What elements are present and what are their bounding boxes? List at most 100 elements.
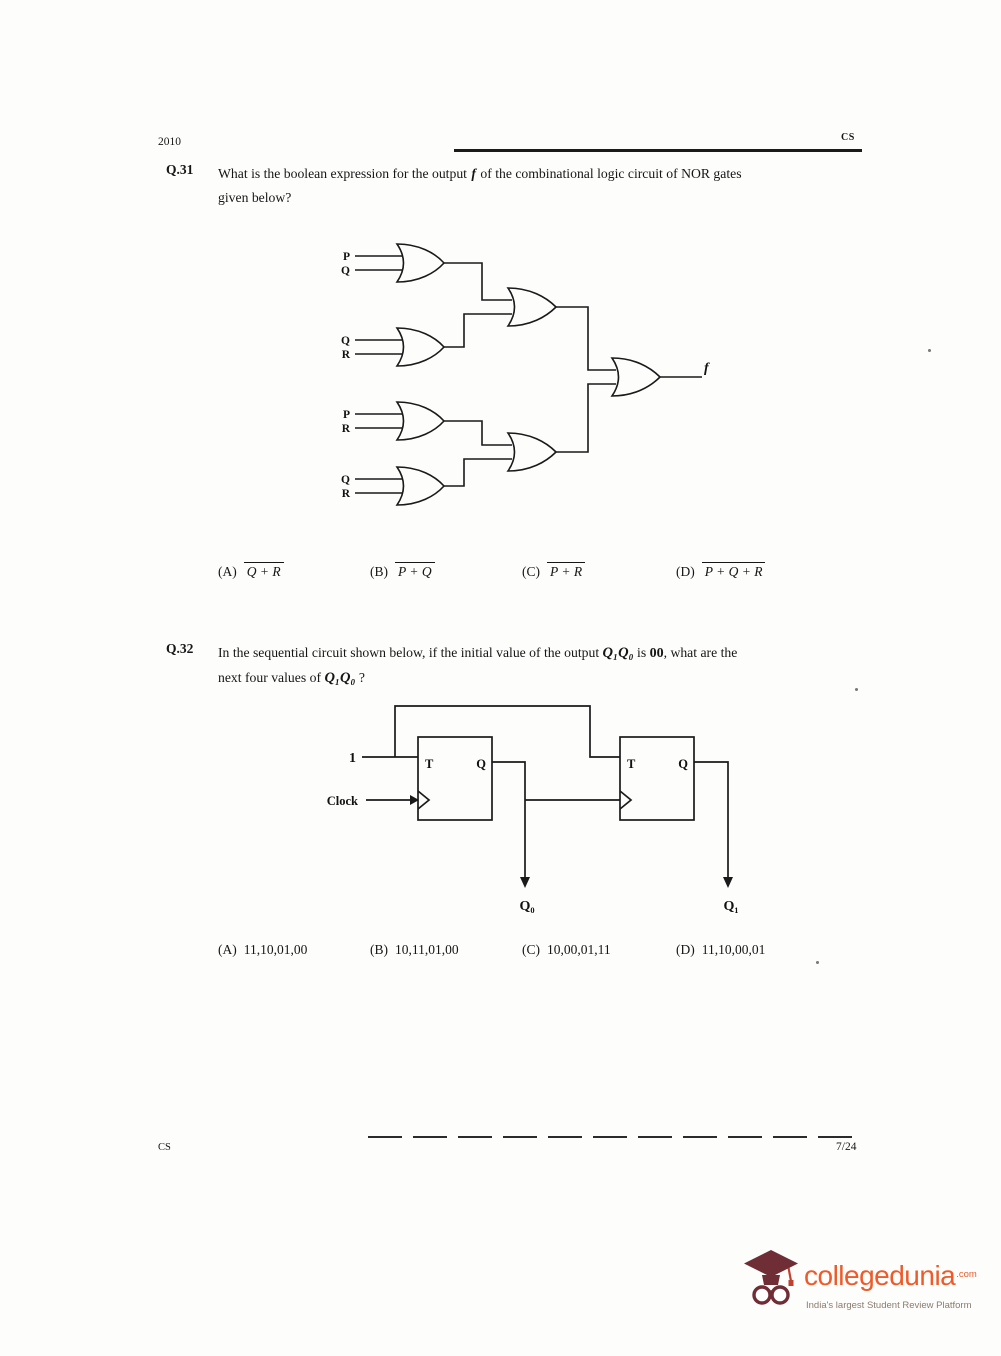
q31-text-part2: of the combinational logic circuit of NO… (480, 166, 742, 181)
option-expression: Q + R (243, 562, 284, 580)
q32-question-text: In the sequential circuit shown below, i… (218, 641, 737, 690)
scan-speck (816, 961, 819, 964)
option-label: (D) (676, 942, 695, 957)
q32-number: Q.32 (166, 641, 194, 656)
wire (444, 313, 512, 348)
q1-output-label: Q₁ (723, 899, 738, 914)
option-label: (C) (522, 942, 540, 957)
wire (444, 262, 512, 301)
q32-option-b: (B) 10,11,01,00 (370, 942, 459, 958)
q31-option-d: (D) P + Q + R (676, 562, 766, 580)
wire (556, 383, 616, 453)
option-label: (B) (370, 564, 388, 579)
q32-text-part2: is (637, 645, 647, 660)
glasses-bridge (767, 1290, 775, 1294)
brand-tagline: India's largest Student Review Platform (806, 1300, 972, 1311)
option-expression: P + R (547, 562, 586, 580)
output-f-label: f (704, 361, 710, 376)
brand-text: collegedunia (804, 1260, 956, 1291)
nor-gate-1 (395, 243, 446, 283)
option-label: (B) (370, 942, 388, 957)
graduation-cap-icon (744, 1250, 798, 1305)
wire (444, 458, 512, 487)
input-label-6: R (342, 423, 351, 435)
tassel-knot (788, 1280, 794, 1286)
option-value: 10,00,01,11 (547, 942, 611, 957)
clock-arrowhead (410, 795, 419, 805)
brand-domain: .com (956, 1269, 977, 1280)
cap-band (762, 1275, 780, 1285)
flipflop-circuit-diagram: 1 Clock T Q T Q Q₀ Q₁ (327, 705, 739, 914)
q1q0-symbol: Q₁Q₀ (602, 645, 634, 661)
input-label-5: P (343, 409, 350, 421)
brand-row: collegedunia.com (804, 1260, 977, 1292)
input-label-8: R (342, 488, 351, 500)
option-expression: P + Q + R (701, 562, 766, 580)
footer-rule (368, 1136, 862, 1138)
q31-number: Q.31 (166, 162, 194, 177)
wire (556, 306, 616, 371)
nor-circuit-diagram: P Q Q R P R Q R f (341, 243, 710, 506)
q31-option-a: (A) Q + R (218, 562, 284, 580)
clock-triangle-2 (619, 790, 633, 810)
option-label: (A) (218, 942, 237, 957)
option-value: 10,11,01,00 (395, 942, 459, 957)
nor-gate-4 (395, 466, 446, 506)
clock-triangle-1 (417, 790, 431, 810)
input-label-3: Q (341, 335, 350, 347)
q31-text-part1: What is the boolean expression for the o… (218, 166, 467, 181)
input-label-2: Q (341, 265, 350, 277)
option-value: 11,10,00,01 (701, 942, 766, 957)
q32-text-part1: In the sequential circuit shown below, i… (218, 645, 600, 660)
q32-option-a: (A) 11,10,01,00 (218, 942, 307, 958)
scan-speck (855, 688, 858, 691)
collegedunia-logo: collegedunia.com India's largest Student… (742, 1248, 987, 1324)
option-label: (C) (522, 564, 540, 579)
header-rule (454, 149, 862, 152)
wire-top-loop (394, 705, 620, 758)
footer-paper-code: CS (158, 1142, 171, 1153)
q31-text-line2: given below? (218, 189, 292, 205)
f-symbol: f (471, 166, 476, 181)
clock-label: Clock (327, 794, 358, 808)
q0-arrowhead (520, 877, 530, 888)
input-label-4: R (342, 349, 351, 361)
nor-gate-3 (395, 401, 446, 441)
q31-option-b: (B) P + Q (370, 562, 435, 580)
q0-output-label: Q₀ (519, 899, 534, 914)
q32-option-c: (C) 10,00,01,11 (522, 942, 611, 958)
ff1-t-label: T (425, 757, 434, 771)
ff1-q-label: Q (476, 757, 486, 771)
initial-value: 00 (649, 646, 664, 661)
q1q0-symbol-2: Q₁Q₀ (324, 669, 356, 686)
header-paper-code: CS (841, 132, 855, 143)
option-value: 11,10,01,00 (243, 942, 308, 957)
scan-speck (928, 349, 931, 352)
const-one-label: 1 (349, 751, 356, 766)
glasses-right-lens (770, 1285, 790, 1305)
q31-option-c: (C) P + R (522, 562, 586, 580)
nor-gate-2 (395, 327, 446, 367)
q31-question-text: What is the boolean expression for the o… (218, 162, 742, 209)
footer-page-number: 7/24 (836, 1141, 857, 1153)
input-label-1: P (343, 251, 350, 263)
option-label: (D) (676, 564, 695, 579)
glasses-left-lens (752, 1285, 772, 1305)
q32-text-line2: next four values of (218, 669, 322, 685)
ff2-t-label: T (627, 757, 636, 771)
q32-text-qmark: ? (358, 669, 365, 685)
q1-arrowhead (723, 877, 733, 888)
option-expression: P + Q (395, 562, 435, 580)
mortarboard (744, 1250, 798, 1277)
header-year: 2010 (158, 136, 181, 148)
option-label: (A) (218, 564, 237, 579)
ff2-q-label: Q (678, 757, 688, 771)
nor-gate-5 (506, 287, 558, 327)
input-label-7: Q (341, 474, 350, 486)
q32-text-part3: , what are the (663, 645, 738, 660)
flipflop-2-box (619, 736, 695, 821)
flipflop-1-box (417, 736, 493, 821)
nor-gate-7 (610, 357, 662, 397)
wire (444, 420, 512, 446)
